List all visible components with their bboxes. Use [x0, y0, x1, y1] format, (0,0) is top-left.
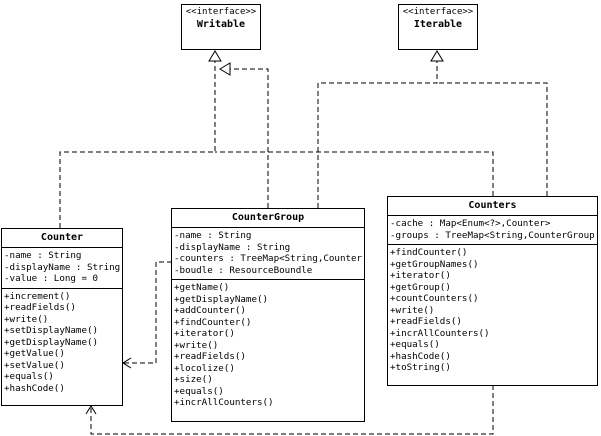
attribute: -value : Long = 0 — [4, 273, 99, 284]
dependency-arrowhead-counter-bottom — [85, 405, 97, 415]
realization-arrowhead-writable-2 — [219, 62, 231, 76]
method: +readFields() — [4, 302, 76, 313]
counter-class[interactable]: Counter -name : String -displayName : St… — [1, 228, 123, 406]
method: +getValue() — [4, 348, 65, 359]
method: +incrAllCounters() — [174, 397, 274, 408]
attribute: -displayName : String — [4, 261, 120, 273]
countergroup-class[interactable]: CounterGroup -name : String -displayName… — [171, 208, 365, 422]
writable-name: Writable — [196, 19, 246, 30]
iterable-interface[interactable]: <<interface>> Iterable — [398, 4, 478, 50]
method: +getGroup() — [390, 281, 451, 293]
realization-counter-writable — [59, 61, 216, 228]
counters-attributes: -cache : Map<Enum<?>,Counter> -groups : … — [388, 216, 597, 245]
dependency-arrowhead-counter-right — [122, 357, 132, 369]
dependency-countergroup-counter — [124, 261, 172, 364]
method: +readFields() — [390, 316, 462, 327]
realization-countergroup-iterable — [317, 61, 438, 208]
attribute: -counters : TreeMap<String,Counter> — [174, 253, 362, 264]
realization-counters-writable — [215, 151, 494, 196]
countergroup-methods: +getName() +getDisplayName() +addCounter… — [172, 280, 364, 412]
counters-class-name: Counters — [388, 197, 597, 216]
method: +hashCode() — [390, 350, 451, 362]
counter-methods: +increment() +readFields() +write() +set… — [2, 289, 122, 398]
method: +findCounter() — [174, 316, 252, 328]
realization-countergroup-writable — [230, 68, 269, 208]
attribute: -name : String — [174, 230, 252, 241]
countergroup-class-name: CounterGroup — [172, 209, 364, 228]
method: +hashCode() — [4, 382, 65, 394]
method: +equals() — [174, 385, 224, 397]
iterable-name: Iterable — [413, 19, 463, 30]
method: +locolize() — [174, 362, 235, 374]
attribute: -displayName : String — [174, 241, 291, 253]
counters-methods: +findCounter() +getGroupNames() +iterato… — [388, 245, 597, 377]
attribute: -boudle : ResourceBoundle — [174, 264, 313, 276]
method: +write() — [4, 313, 49, 325]
method: +iterator() — [174, 328, 235, 339]
realization-arrowhead-iterable — [430, 50, 444, 62]
method: +size() — [174, 374, 213, 385]
method: +incrAllCounters() — [390, 327, 490, 339]
realization-counters-iterable — [437, 82, 548, 196]
method: +increment() — [4, 290, 71, 302]
method: +getGroupNames() — [390, 258, 479, 270]
writable-interface[interactable]: <<interface>> Writable — [181, 4, 261, 50]
attribute: -cache : Map<Enum<?>,Counter> — [390, 218, 551, 229]
iterable-stereotype: <<interface>> — [402, 7, 474, 17]
counter-class-name: Counter — [2, 229, 122, 248]
method: +readFields() — [174, 351, 246, 362]
countergroup-attributes: -name : String -displayName : String -co… — [172, 228, 364, 280]
dependency-counters-counter — [90, 385, 494, 435]
method: +setDisplayName() — [4, 325, 99, 336]
method: +write() — [174, 339, 219, 351]
method: +getDisplayName() — [174, 293, 269, 305]
method: +getName() — [174, 282, 230, 293]
method: +write() — [390, 304, 435, 316]
method: +getDisplayName() — [4, 336, 99, 348]
writable-stereotype: <<interface>> — [185, 7, 257, 17]
method: +equals() — [390, 339, 440, 350]
counter-attributes: -name : String -displayName : String -va… — [2, 248, 122, 289]
method: +toString() — [390, 362, 451, 373]
counters-class[interactable]: Counters -cache : Map<Enum<?>,Counter> -… — [387, 196, 598, 386]
method: +iterator() — [390, 270, 451, 281]
attribute: -name : String — [4, 250, 82, 261]
method: +equals() — [4, 371, 54, 382]
attribute: -groups : TreeMap<String,CounterGroup> — [390, 229, 595, 241]
method: +countCounters() — [390, 293, 479, 304]
method: +addCounter() — [174, 305, 246, 316]
method: +setValue() — [4, 359, 65, 371]
realization-arrowhead-writable-1 — [208, 50, 222, 62]
method: +findCounter() — [390, 247, 468, 258]
